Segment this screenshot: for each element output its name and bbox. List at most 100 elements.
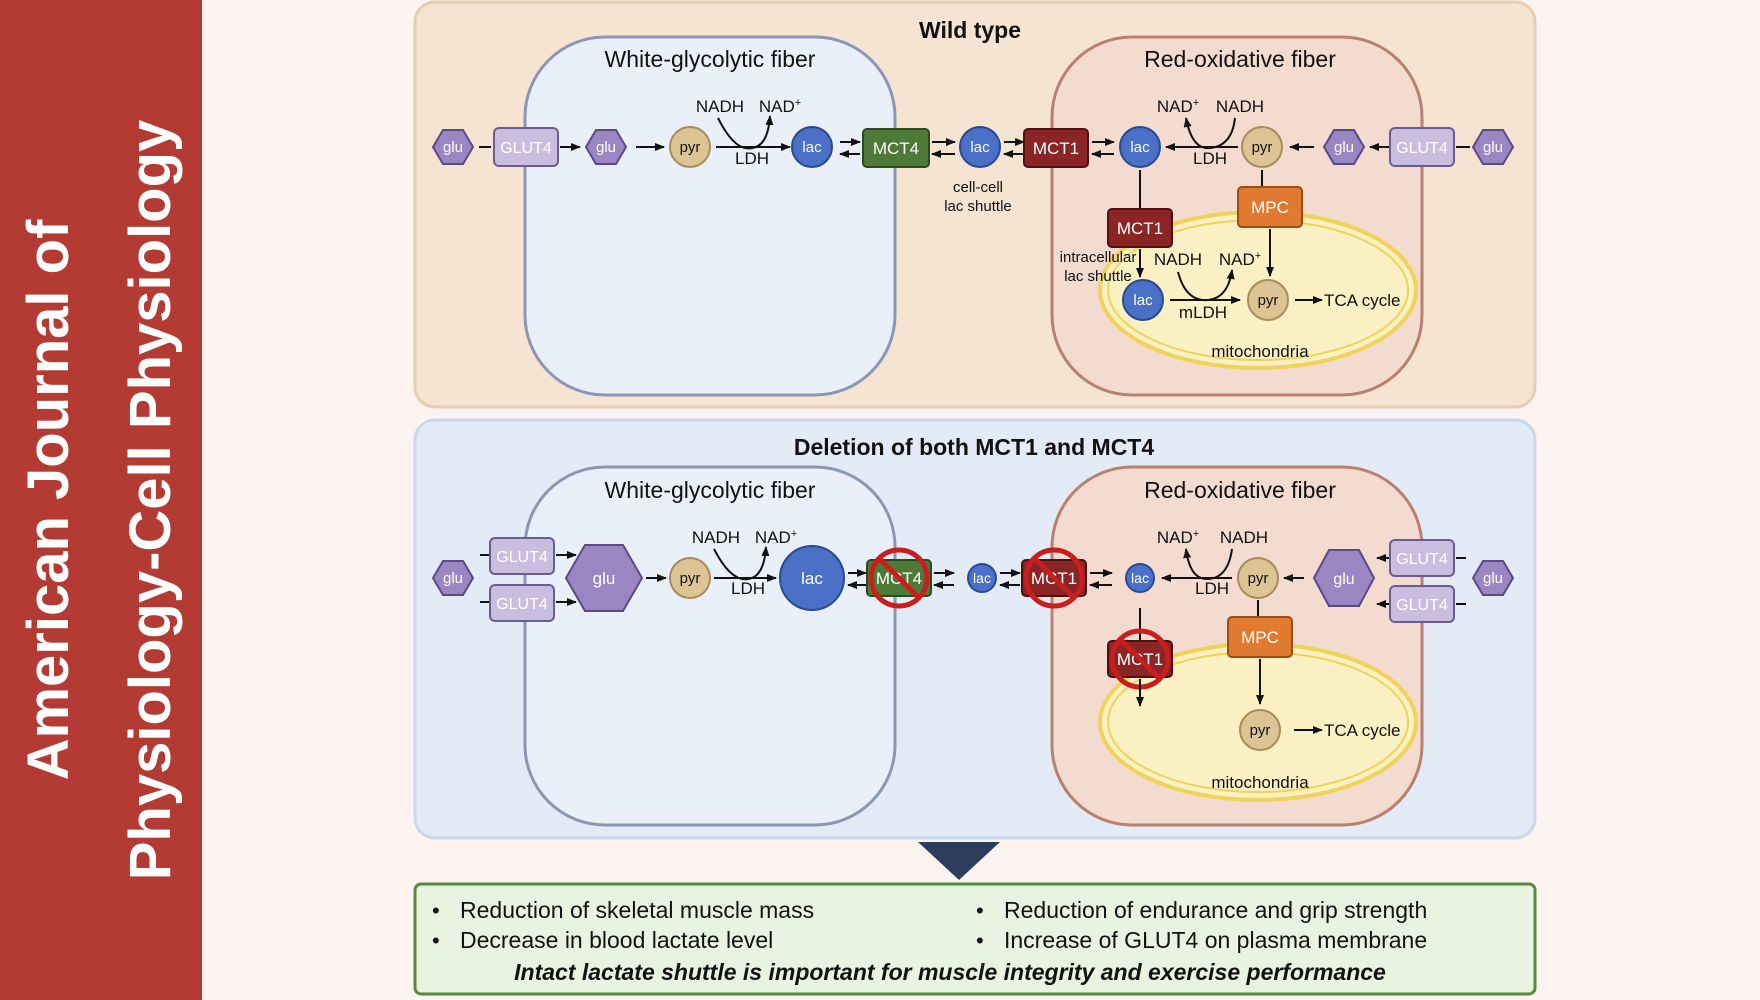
del-white-nad: NAD+ (755, 528, 797, 547)
svg-text:GLUT4: GLUT4 (1396, 597, 1448, 614)
svg-text:lac: lac (801, 569, 823, 588)
summary-item-3: Reduction of endurance and grip strength (1004, 897, 1427, 923)
del-white-fiber-label: White-glycolytic fiber (605, 477, 816, 503)
del-red-nad: NAD+ (1157, 528, 1199, 547)
svg-text:glu: glu (596, 139, 616, 156)
summary-conclusion: Intact lactate shuttle is important for … (514, 959, 1386, 985)
wt-mct1-membrane: MCT1 (1023, 128, 1089, 168)
del-glut4-right-2: GLUT4 (1389, 585, 1455, 623)
svg-text:pyr: pyr (680, 570, 701, 587)
wt-cell-cell-shuttle-1: cell-cell (953, 179, 1003, 196)
wt-red-nadh: NADH (1216, 97, 1264, 116)
svg-text:GLUT4: GLUT4 (1396, 140, 1448, 157)
svg-text:MPC: MPC (1241, 628, 1279, 647)
wt-mito-nadh: NADH (1154, 250, 1202, 269)
deletion-title: Deletion of both MCT1 and MCT4 (794, 434, 1155, 460)
del-mpc: MPC (1227, 616, 1293, 658)
svg-text:lac: lac (1131, 570, 1149, 586)
journal-title-line2: Physiology-Cell Physiology (118, 120, 183, 881)
svg-text:GLUT4: GLUT4 (496, 549, 548, 566)
summary-bullet-4: • (976, 928, 984, 953)
del-glut4-left-1: GLUT4 (489, 537, 555, 575)
wt-white-nadh: NADH (696, 97, 744, 116)
wt-glut4-left: GLUT4 (493, 127, 559, 167)
del-pyr-mito: pyr (1239, 709, 1281, 751)
wt-red-ldh: LDH (1193, 149, 1227, 168)
svg-text:pyr: pyr (1250, 722, 1271, 739)
journal-title-line1: American Journal of (16, 219, 81, 780)
wt-white-ldh: LDH (735, 149, 769, 168)
wt-mct4: MCT4 (862, 128, 930, 168)
wild-type-title: Wild type (919, 17, 1021, 43)
wt-glu-ext-right: glu (1471, 129, 1515, 165)
svg-text:MCT1: MCT1 (1117, 219, 1163, 238)
wt-mitochondria-label: mitochondria (1211, 342, 1309, 361)
del-lac-red-small: lac (1125, 563, 1155, 593)
wt-glu-white: glu (584, 129, 628, 165)
svg-text:glu: glu (1483, 570, 1503, 587)
summary-item-1: Reduction of skeletal muscle mass (460, 897, 814, 923)
del-glu-ext-left: glu (431, 560, 475, 596)
del-pyr-white: pyr (669, 557, 711, 599)
wt-lac-white: lac (791, 126, 833, 168)
svg-text:pyr: pyr (1258, 292, 1279, 309)
del-mct4-blocked-icon (868, 547, 930, 609)
wt-mito-nad: NAD+ (1219, 250, 1261, 269)
wt-glu-red: glu (1322, 129, 1366, 165)
svg-text:glu: glu (593, 569, 616, 588)
svg-text:glu: glu (1483, 139, 1503, 156)
wt-lac-blood: lac (959, 126, 1001, 168)
journal-side-banner (0, 0, 202, 1000)
wt-intracellular-shuttle-1: intracellular (1060, 249, 1137, 266)
del-white-fiber (523, 465, 897, 827)
wt-white-fiber-label: White-glycolytic fiber (605, 46, 816, 72)
wt-pyr-red: pyr (1241, 126, 1283, 168)
svg-text:pyr: pyr (680, 139, 701, 156)
svg-text:GLUT4: GLUT4 (500, 140, 552, 157)
down-arrow-icon (918, 842, 1000, 880)
svg-text:glu: glu (443, 570, 463, 587)
svg-text:MPC: MPC (1251, 198, 1289, 217)
del-white-ldh: LDH (731, 579, 765, 598)
del-glu-white-large: glu (564, 544, 644, 612)
svg-text:MCT1: MCT1 (1033, 139, 1079, 158)
svg-text:glu: glu (1334, 139, 1354, 156)
wt-white-fiber (523, 35, 897, 397)
summary-bullet-1: • (432, 898, 440, 923)
svg-text:MCT4: MCT4 (873, 139, 919, 158)
svg-text:GLUT4: GLUT4 (496, 596, 548, 613)
del-glu-red-large: glu (1312, 549, 1376, 607)
del-glu-ext-right: glu (1471, 560, 1515, 596)
wt-pyr-mito: pyr (1247, 279, 1289, 321)
svg-text:glu: glu (443, 139, 463, 156)
svg-text:lac: lac (802, 139, 822, 156)
wt-lac-mito: lac (1122, 279, 1164, 321)
del-tca-cycle: TCA cycle (1324, 721, 1401, 740)
wt-red-nad: NAD+ (1157, 97, 1199, 116)
wt-lac-red: lac (1119, 126, 1161, 168)
wt-red-fiber-label: Red-oxidative fiber (1144, 46, 1336, 72)
del-red-nadh: NADH (1220, 528, 1268, 547)
summary-bullet-2: • (432, 928, 440, 953)
wt-white-nad: NAD+ (759, 97, 801, 116)
wt-intracellular-shuttle-2: lac shuttle (1064, 268, 1132, 285)
del-white-nadh: NADH (692, 528, 740, 547)
svg-text:lac: lac (973, 570, 991, 586)
wt-glut4-right: GLUT4 (1389, 127, 1455, 167)
wt-cell-cell-shuttle-2: lac shuttle (944, 198, 1012, 215)
del-glut4-left-2: GLUT4 (489, 584, 555, 622)
del-pyr-red: pyr (1237, 557, 1279, 599)
wt-mldh: mLDH (1179, 303, 1227, 322)
wt-tca-cycle: TCA cycle (1324, 291, 1401, 310)
del-mct1-membrane-blocked-icon (1023, 547, 1085, 609)
del-red-ldh: LDH (1195, 579, 1229, 598)
del-red-fiber-label: Red-oxidative fiber (1144, 477, 1336, 503)
summary-item-2: Decrease in blood lactate level (460, 927, 773, 953)
svg-text:glu: glu (1333, 571, 1354, 588)
summary-panel (413, 882, 1537, 996)
summary-bullet-3: • (976, 898, 984, 923)
svg-text:pyr: pyr (1248, 570, 1269, 587)
wt-pyr-white: pyr (669, 126, 711, 168)
summary-item-4: Increase of GLUT4 on plasma membrane (1004, 927, 1427, 953)
del-mitochondria-label: mitochondria (1211, 773, 1309, 792)
